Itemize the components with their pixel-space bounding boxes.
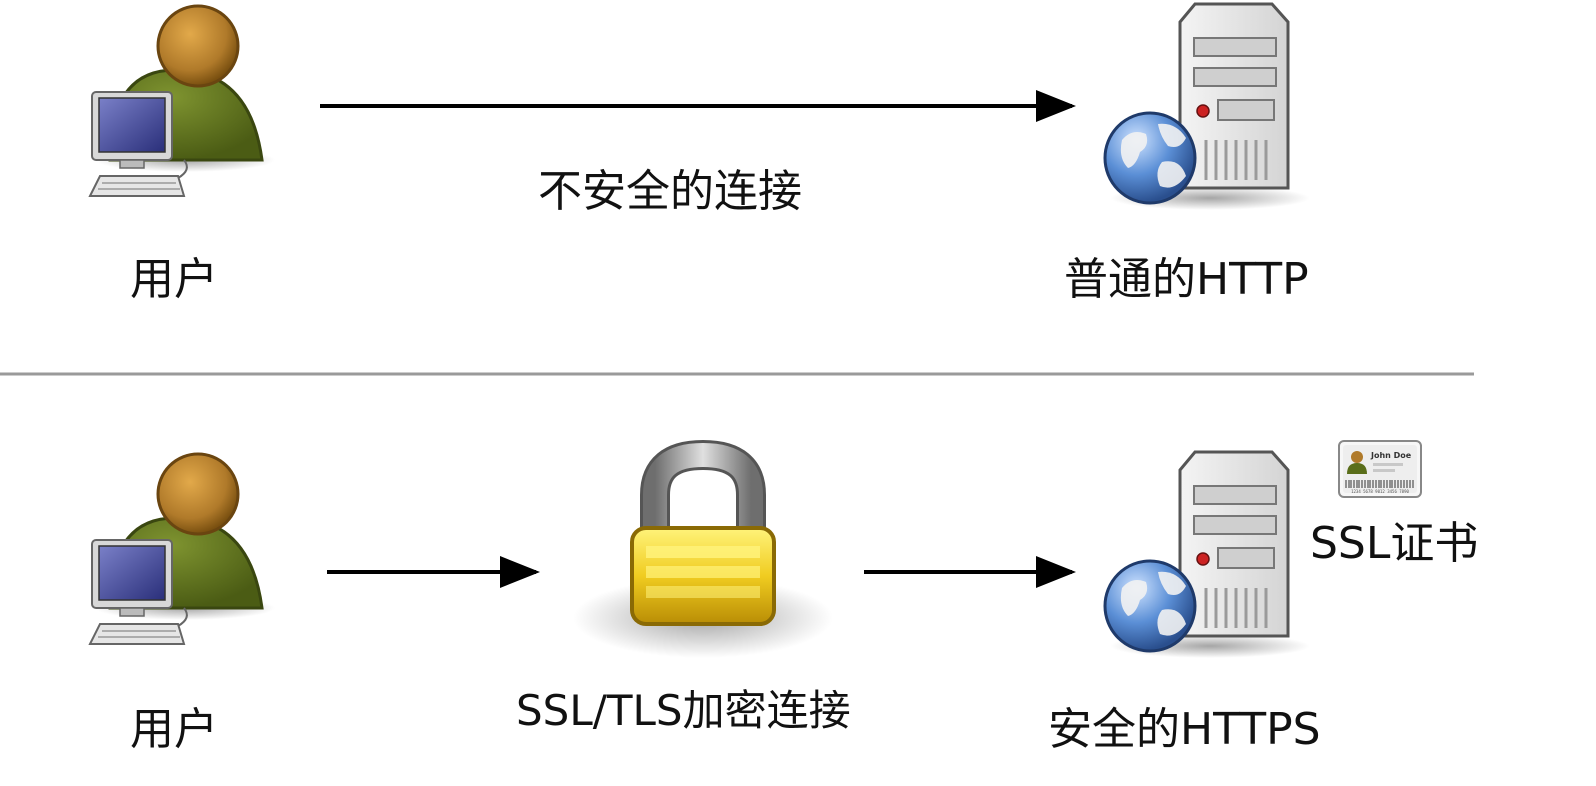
bottom-user-label: 用户	[130, 704, 218, 755]
top-user-label: 用户	[130, 254, 218, 305]
http-server-label: 普通的HTTP	[1064, 254, 1309, 305]
user-computer-icon	[88, 452, 277, 646]
certificate-card-icon: John Doe 1234 5678 9012 3456 7890	[1338, 440, 1422, 498]
https-server-label: 安全的HTTPS	[1048, 704, 1321, 755]
ssl-certificate-label: SSL证书	[1310, 518, 1479, 569]
certificate-card-name: John Doe	[1370, 451, 1412, 460]
user-computer-icon	[88, 4, 277, 198]
insecure-connection-label: 不安全的连接	[538, 166, 802, 217]
web-server-icon	[1103, 450, 1312, 660]
encrypted-connection-label: SSL/TLS加密连接	[516, 686, 851, 735]
padlock-icon	[573, 439, 833, 658]
certificate-card-barcode: 1234 5678 9012 3456 7890	[1351, 489, 1409, 494]
web-server-icon	[1103, 2, 1312, 212]
